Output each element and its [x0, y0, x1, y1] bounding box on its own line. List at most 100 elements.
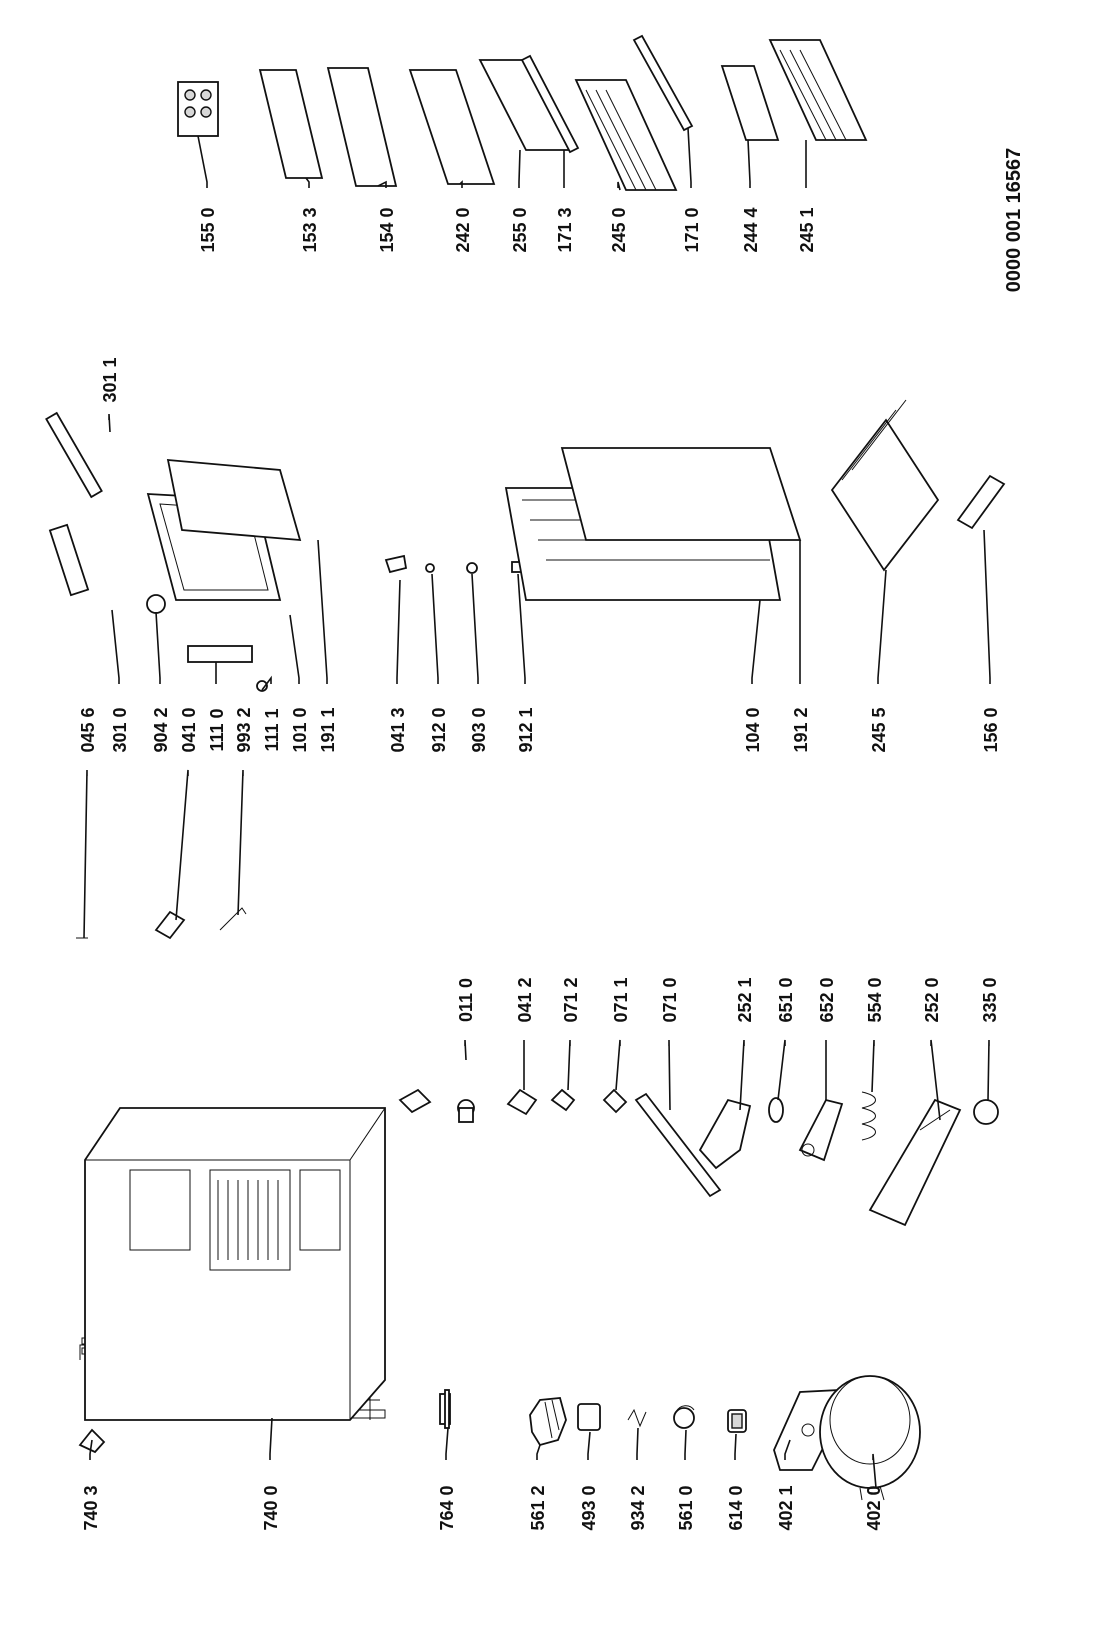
part-label-252-1: 252 1: [735, 977, 755, 1022]
part-label-154-0: 154 0: [377, 207, 397, 252]
part-label-045-6: 045 6: [78, 707, 98, 752]
part-label-764-0: 764 0: [437, 1485, 457, 1530]
leader-line-252-0: [930, 1039, 941, 1121]
part-label-171-3: 171 3: [555, 207, 575, 252]
lamp-housing-icon: [698, 1098, 752, 1170]
part-label-191-2: 191 2: [791, 707, 811, 752]
part-label-242-0: 242 0: [453, 207, 473, 252]
part-label-245-1: 245 1: [797, 207, 817, 252]
leader-line-554-0: [871, 1039, 875, 1093]
part-label-652-0: 652 0: [817, 977, 837, 1022]
thermostat-icon: [798, 1098, 844, 1162]
part-label-904-2: 904 2: [151, 707, 171, 752]
leader-line-335-0: [987, 1039, 990, 1101]
part-label-252-0: 252 0: [922, 977, 942, 1022]
wire-rack-small-icon: [720, 65, 780, 141]
leader-line-912-1: [517, 573, 526, 684]
part-label-153-3: 153 3: [300, 207, 320, 252]
part-label-335-0: 335 0: [980, 977, 1000, 1022]
part-label-101-0: 101 0: [290, 707, 310, 752]
part-label-191-1: 191 1: [318, 707, 338, 752]
relay-cover-icon: [577, 1403, 601, 1431]
hinge-cover-icon: [602, 1088, 628, 1114]
fridge-door-gasket-icon: [560, 447, 802, 541]
hinge-pin-icon: [384, 554, 408, 574]
drier-filter-icon: [439, 1389, 451, 1429]
part-label-041-0: 041 0: [179, 707, 199, 752]
part-label-651-0: 651 0: [776, 977, 796, 1022]
switch-block-icon: [727, 1409, 747, 1433]
leader-line-156-0: [983, 529, 991, 684]
leader-line-252-1: [739, 1039, 745, 1111]
handle-icon: [187, 645, 253, 663]
part-label-111-0: 111 0: [207, 708, 227, 751]
leader-line-071-1: [615, 1039, 621, 1091]
part-label-402-1: 402 1: [776, 1485, 796, 1530]
part-label-301-0: 301 0: [110, 707, 130, 752]
egg-tray-icon: [956, 474, 1006, 530]
hinge-parts-icon: [398, 1088, 475, 1123]
leader-line-111-1: [261, 675, 272, 691]
part-label-155-0: 155 0: [198, 207, 218, 252]
shelf-trim-icon: [520, 54, 580, 154]
part-label-493-0: 493 0: [579, 1485, 599, 1530]
part-label-993-2: 993 2: [234, 707, 254, 752]
leader-line-244-4: [747, 139, 751, 188]
leader-line-561-2: [536, 1444, 541, 1460]
leader-line-993-2: [237, 769, 244, 916]
leader-line-493-0: [587, 1431, 591, 1460]
crisper-drawer-icon: [408, 69, 496, 185]
pin-small-icon: [425, 563, 435, 573]
shelf-rail-icon: [632, 34, 694, 132]
leader-line-764-0: [445, 1427, 449, 1460]
leader-line-155-0: [197, 135, 208, 188]
leader-line-614-0: [734, 1433, 737, 1460]
part-label-104-0: 104 0: [743, 707, 763, 752]
part-label-156-0: 156 0: [981, 707, 1001, 752]
leader-line-561-0: [684, 1429, 687, 1460]
leader-line-301-1: [108, 413, 111, 433]
part-label-561-0: 561 0: [676, 1485, 696, 1530]
part-label-903-0: 903 0: [469, 707, 489, 752]
part-label-245-0: 245 0: [609, 207, 629, 252]
part-label-245-5: 245 5: [869, 707, 889, 752]
part-label-244-4: 244 4: [741, 207, 761, 252]
clip-wire-icon: [627, 1408, 647, 1428]
leader-line-301-0: [111, 609, 120, 684]
part-label-912-1: 912 1: [516, 707, 536, 752]
leader-line-245-0: [617, 181, 621, 191]
hinge-cover-small-icon: [550, 1088, 576, 1112]
control-panel-icon: [868, 1098, 962, 1227]
leader-line-912-0: [431, 573, 439, 684]
part-label-255-0: 255 0: [510, 207, 530, 252]
hinge-bracket-icon: [506, 1088, 538, 1116]
wire-shelf-icon: [574, 79, 678, 191]
leader-line-740-0: [269, 1417, 273, 1460]
heater-wire-icon: [219, 907, 247, 931]
part-label-561-2: 561 2: [528, 1485, 548, 1530]
door-trim-icon: [45, 411, 103, 499]
relay-housing-icon: [529, 1397, 567, 1447]
leader-line-041-3: [396, 579, 401, 684]
part-label-912-0: 912 0: [429, 707, 449, 752]
light-bulb-icon: [973, 1099, 999, 1125]
spring-icon: [861, 1091, 876, 1141]
gasket-strip-icon: [48, 523, 90, 597]
clip-small-icon: [256, 680, 268, 692]
leader-line-011-0: [464, 1039, 467, 1061]
part-label-071-2: 071 2: [561, 977, 581, 1022]
fridge-cabinet-icon: [84, 1107, 386, 1421]
leader-line-903-0: [471, 573, 479, 684]
part-label-301-1: 301 1: [100, 357, 120, 402]
part-label-011-0: 011 0: [456, 978, 476, 1022]
leader-line-153-3: [305, 177, 310, 188]
leader-line-255-0: [518, 149, 521, 188]
leader-line-242-0: [459, 180, 463, 188]
leader-line-154-0: [377, 180, 387, 188]
door-shelf-icon: [326, 67, 398, 187]
leader-line-101-0: [289, 614, 300, 684]
part-label-111-1: 111 1: [262, 708, 282, 751]
trim-strip-icon: [634, 1092, 722, 1198]
